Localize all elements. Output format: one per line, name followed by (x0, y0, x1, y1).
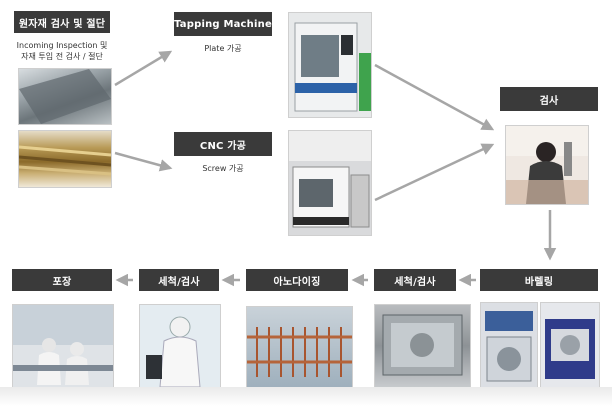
step-cnc-label: CNC 가공 (174, 132, 272, 156)
barrel-machine-photo-1 (480, 302, 538, 388)
cnc-machine-photo (288, 130, 372, 236)
anodize-photo (246, 306, 353, 388)
step-inspection-label: 검사 (500, 87, 598, 111)
arrow-raw-to-cnc (114, 151, 173, 172)
raw-bars-photo (18, 130, 112, 188)
wash2-photo (139, 304, 221, 388)
inspection-photo (505, 125, 589, 205)
step-raw-desc-line1: Incoming Inspection 및 (16, 41, 108, 50)
step-tapping-desc: Plate 가공 (204, 44, 242, 53)
barrel-machine-photo-2 (540, 302, 600, 388)
step-pack-label: 포장 (12, 269, 112, 291)
step-tapping-label: Tapping Machine (174, 12, 272, 36)
step-anodize-label: 아노다이징 (246, 269, 348, 291)
arrow-cnc-to-inspection (374, 143, 495, 202)
raw-plate-photo (18, 68, 112, 125)
step-wash2-label: 세척/검사 (139, 269, 219, 291)
step-raw-label: 원자재 검사 및 절단 (14, 11, 110, 33)
step-raw-desc-line2: 자재 투입 전 검사 / 절단 (21, 52, 103, 61)
tapping-machine-photo (288, 12, 372, 118)
arrow-raw-to-tapping (114, 50, 173, 87)
step-barrel-label: 바렐링 (480, 269, 598, 291)
step-cnc-desc: Screw 가공 (202, 164, 244, 173)
floor-reflection (0, 387, 612, 406)
pack-photo (12, 304, 114, 388)
wash1-photo (374, 304, 471, 388)
arrow-tapping-to-inspection (374, 63, 495, 131)
step-wash1-label: 세척/검사 (374, 269, 456, 291)
